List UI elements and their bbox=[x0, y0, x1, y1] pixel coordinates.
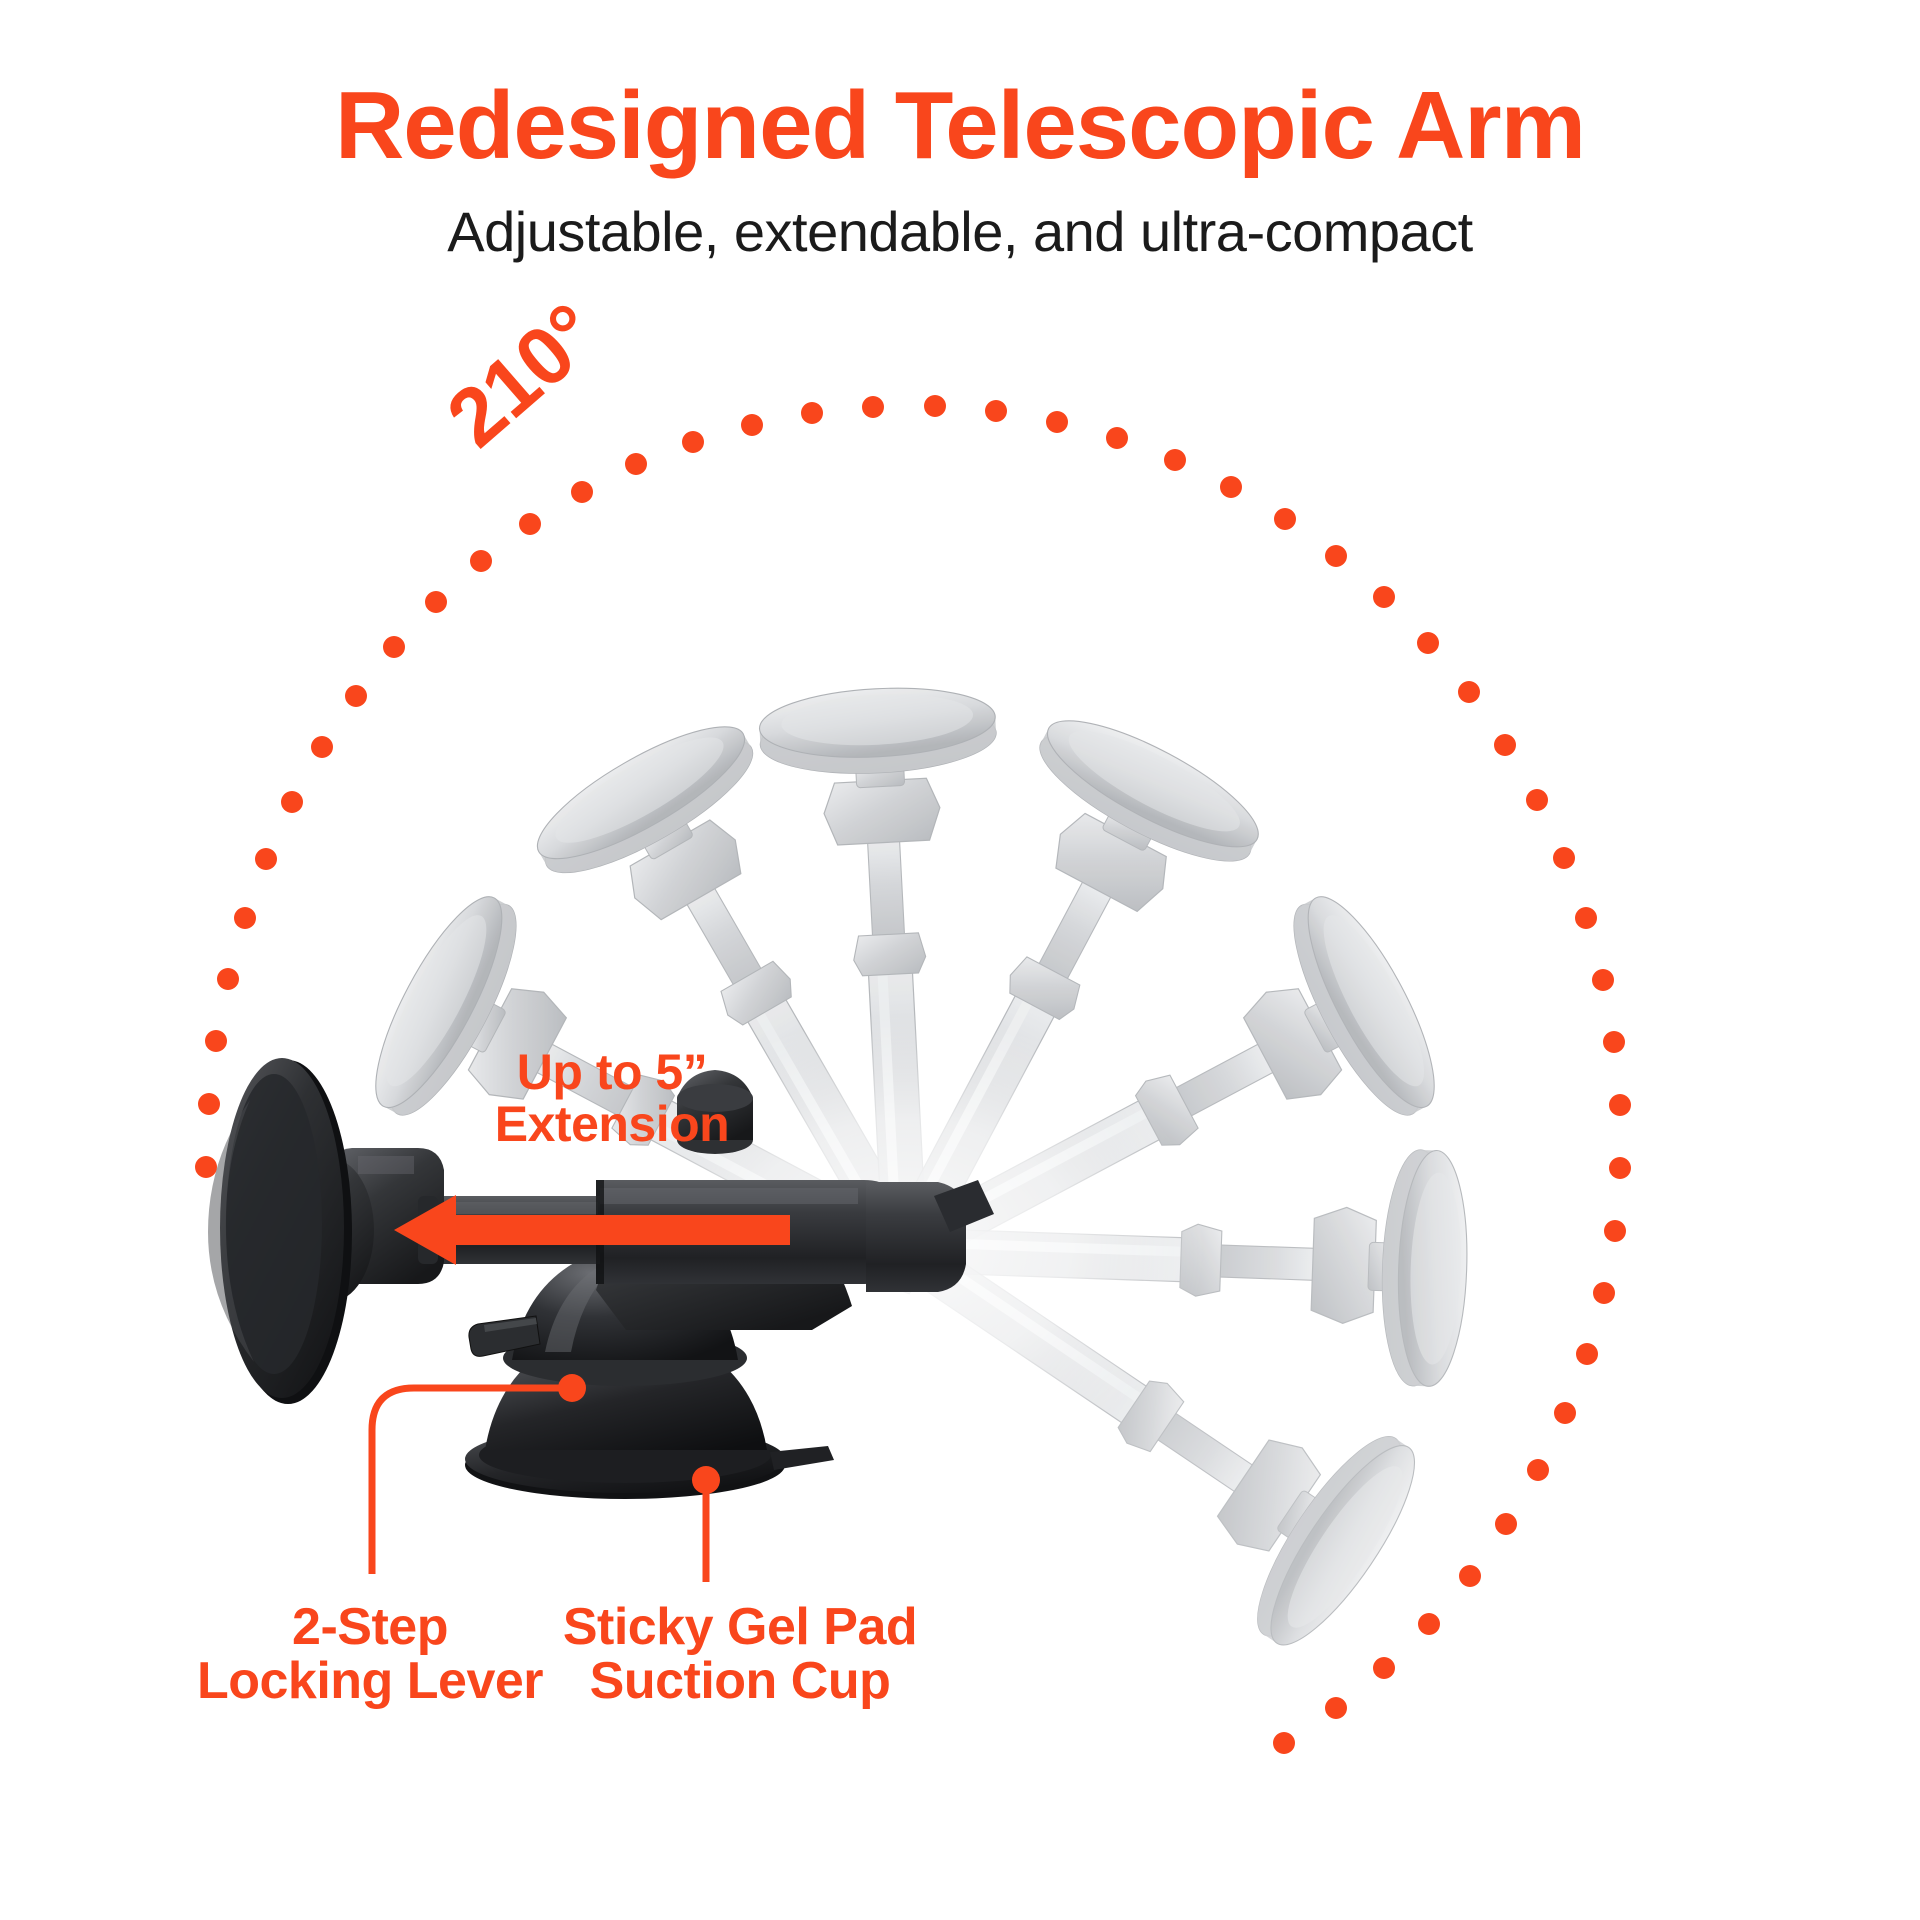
cradle-arm bbox=[866, 1180, 994, 1292]
callout-extension: Up to 5” Extension bbox=[452, 1046, 772, 1150]
callout-gel-line2: Suction Cup bbox=[589, 1652, 891, 1711]
callout-gel-line1: Sticky Gel Pad bbox=[562, 1598, 918, 1656]
rotation-arc-icon bbox=[195, 395, 1631, 1754]
leader-line-locking-lever bbox=[368, 1374, 586, 1574]
callout-gel-pad: Sticky Gel Pad Suction Cup bbox=[540, 1600, 940, 1708]
page-title: Redesigned Telescopic Arm bbox=[334, 72, 1586, 179]
callout-extension-line1: Up to 5” bbox=[516, 1044, 708, 1100]
leader-line-gel-pad bbox=[692, 1466, 720, 1582]
adjust-knob bbox=[677, 1070, 753, 1154]
extension-arrow-icon bbox=[394, 1195, 790, 1265]
callout-lever-line1: 2-Step bbox=[292, 1598, 448, 1656]
page-subtitle: Adjustable, extendable, and ultra-compac… bbox=[447, 200, 1473, 263]
header: Redesigned Telescopic Arm Adjustable, ex… bbox=[0, 0, 1920, 260]
magnetic-disc bbox=[208, 1058, 352, 1404]
callout-locking-lever: 2-Step Locking Lever bbox=[170, 1600, 570, 1708]
telescopic-arm bbox=[420, 1180, 898, 1284]
callout-lever-line2: Locking Lever bbox=[196, 1652, 544, 1711]
locking-lever bbox=[468, 1315, 541, 1357]
callout-extension-line2: Extension bbox=[494, 1096, 730, 1152]
